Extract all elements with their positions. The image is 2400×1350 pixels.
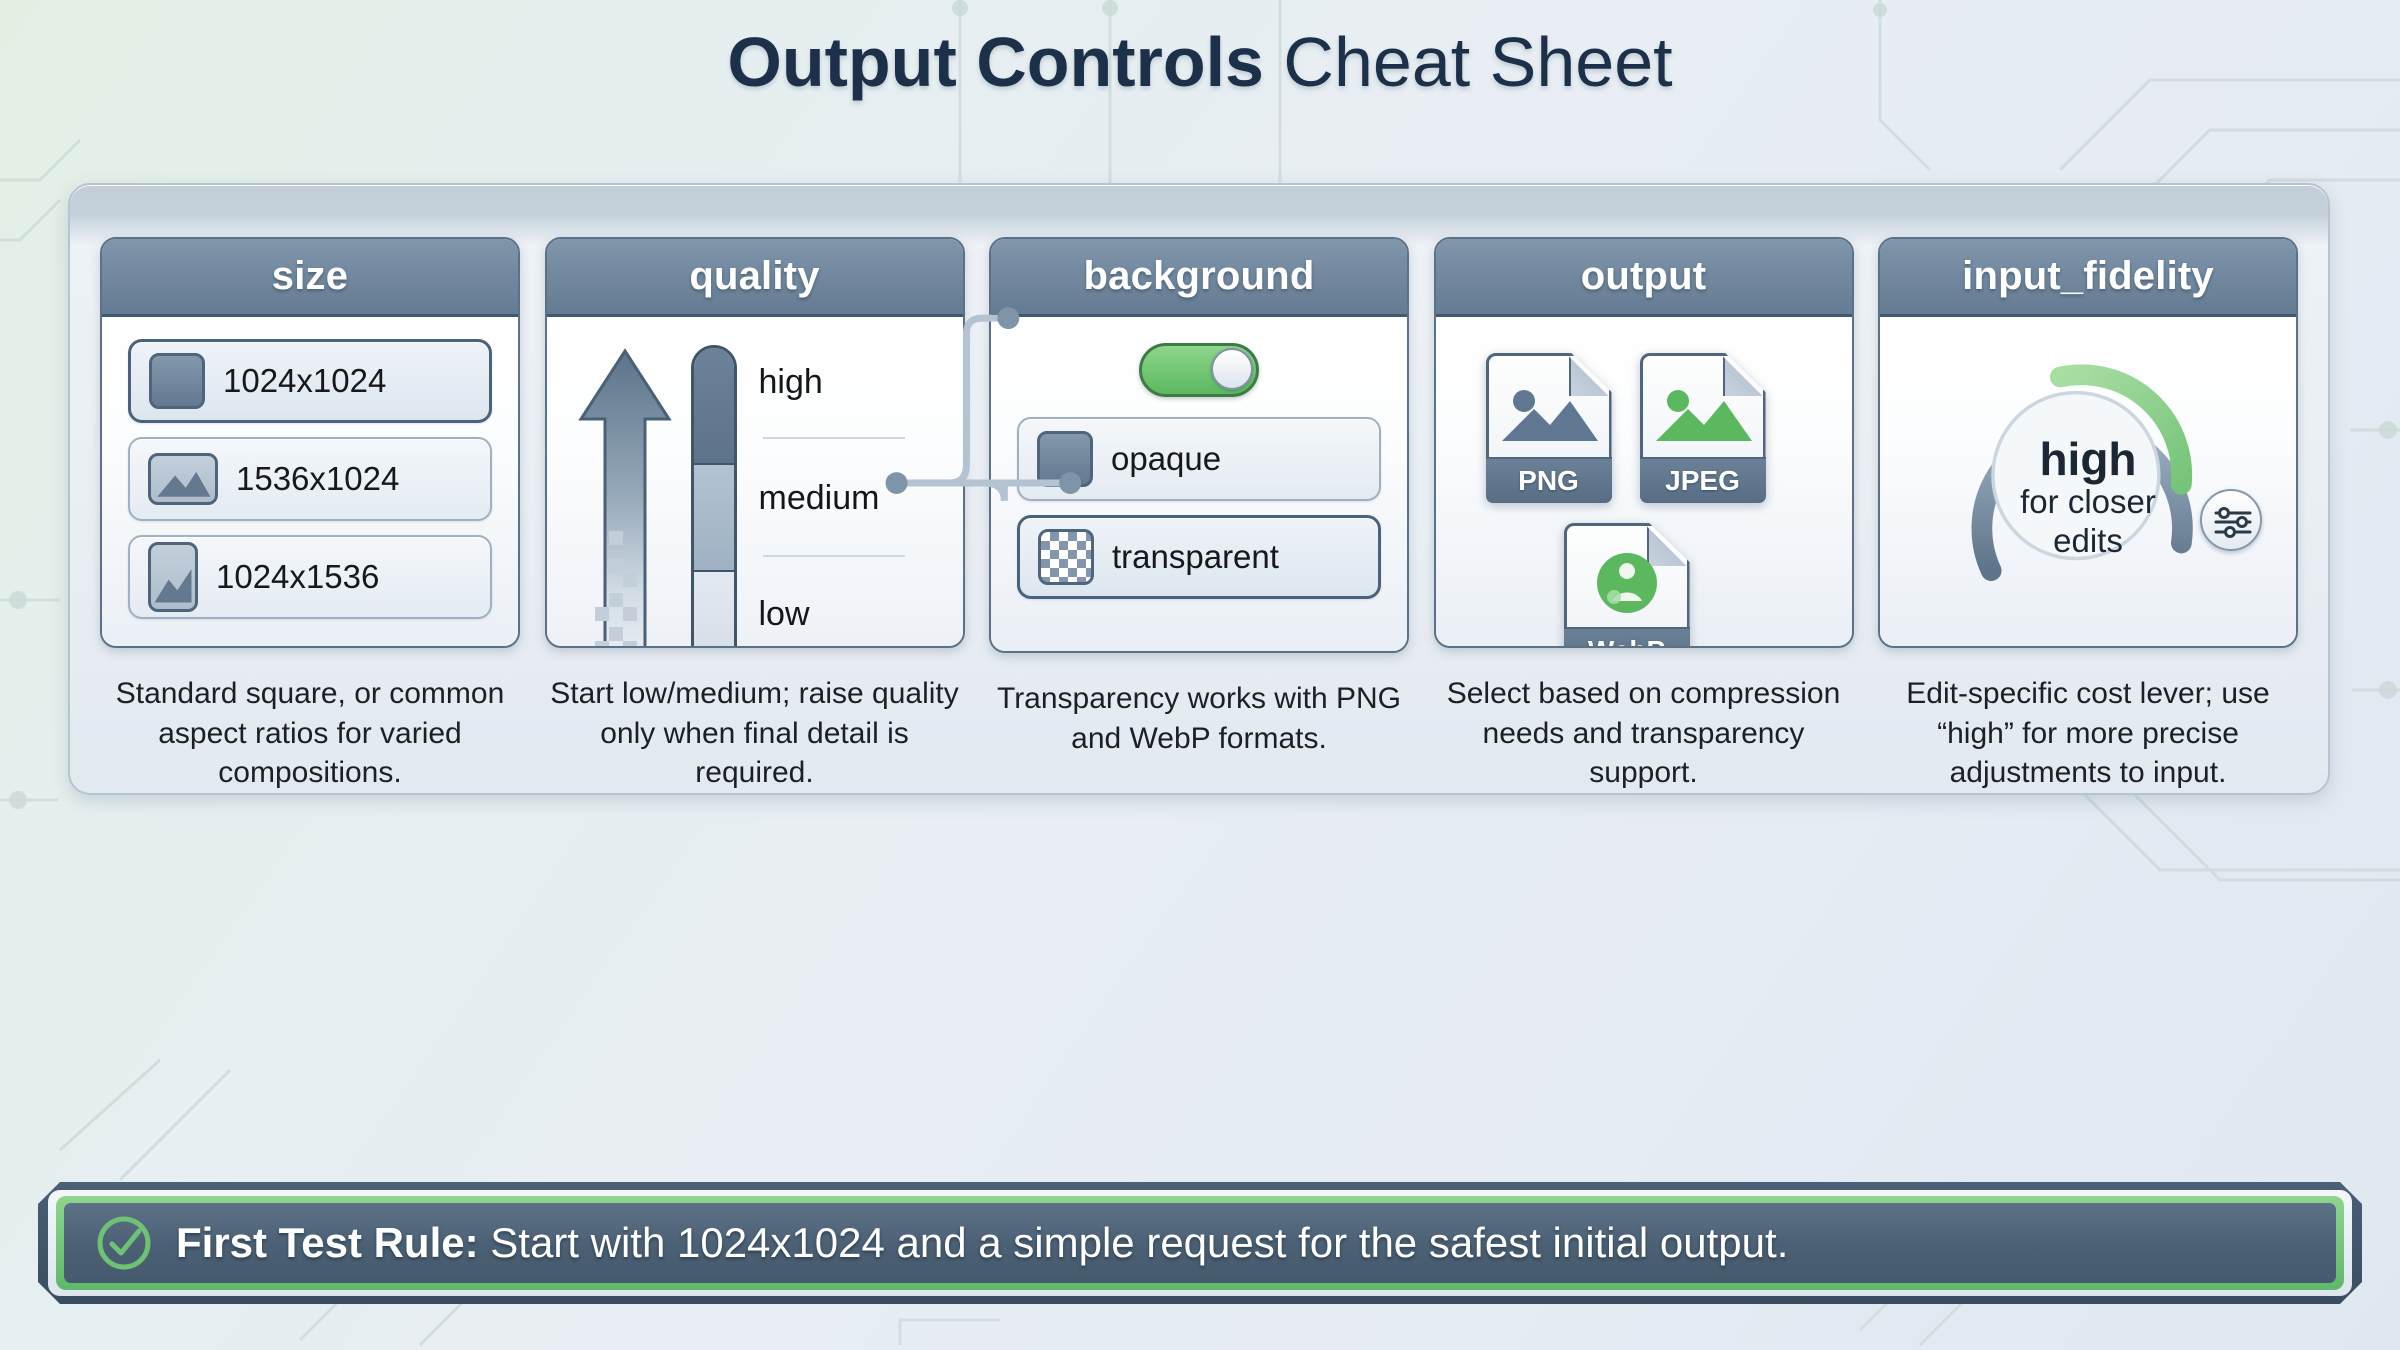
dial-readout: high for closer edits <box>1906 435 2270 561</box>
transparency-toggle[interactable] <box>1139 343 1259 397</box>
file-label: WebP <box>1563 627 1690 647</box>
column-quality: quality <box>544 237 965 793</box>
checkerboard-icon <box>1038 529 1094 585</box>
caption-input-fidelity: Edit-specific cost lever; use “high” for… <box>1906 677 2270 790</box>
quality-divider <box>762 437 905 439</box>
option-label: 1536x1024 <box>236 460 400 497</box>
footer-banner: First Test Rule: Start with 1024x1024 an… <box>38 1182 2362 1304</box>
quality-divider <box>762 555 905 557</box>
solid-square-icon <box>1037 431 1093 487</box>
column-input-fidelity: input_fidelity <box>1878 237 2298 793</box>
columns-container: size 1024x1024 1536x1024 <box>70 185 2328 793</box>
gauge-segment-low <box>693 571 734 647</box>
card-input-fidelity: input_fidelity <box>1878 237 2298 649</box>
landscape-image-icon <box>148 453 218 505</box>
page-title: Output Controls Cheat Sheet <box>0 22 2400 102</box>
footer-text-rest: Start with 1024x1024 and a simple reques… <box>478 1219 1789 1266</box>
caption-background: Transparency works with PNG and WebP for… <box>996 682 1401 755</box>
file-card-jpeg[interactable]: JPEG <box>1639 353 1766 503</box>
option-size-1024x1024[interactable]: 1024x1024 <box>128 339 492 423</box>
caption-quality: Start low/medium; raise quality only whe… <box>550 677 959 790</box>
file-label: JPEG <box>1639 457 1766 503</box>
image-file-icon <box>1640 379 1766 449</box>
card-header-label: quality <box>689 254 820 298</box>
card-body-output: PNG JPEG <box>1435 317 1852 647</box>
column-size: size 1024x1024 1536x1024 <box>100 237 520 793</box>
webp-sphere-icon <box>1564 549 1690 619</box>
column-background: background opaque transparent T <box>989 237 1409 793</box>
main-panel: size 1024x1024 1536x1024 <box>68 183 2330 795</box>
option-label: 1024x1536 <box>216 558 380 595</box>
quality-level-gauge[interactable] <box>690 345 737 647</box>
footer-text: First Test Rule: Start with 1024x1024 an… <box>176 1219 1788 1267</box>
sliders-icon[interactable] <box>2200 489 2262 551</box>
dial-sub-line1: for closer <box>2020 483 2156 521</box>
card-header-quality: quality <box>546 239 963 317</box>
dial-sub-line2: edits <box>2053 522 2123 560</box>
option-label: opaque <box>1111 440 1222 477</box>
card-header-label: background <box>1083 254 1315 298</box>
toggle-knob <box>1211 348 1253 390</box>
dial-value: high <box>2039 433 2137 485</box>
card-body-size: 1024x1024 1536x1024 1024x1536 <box>102 317 518 647</box>
card-header-label: size <box>271 254 349 298</box>
option-label: transparent <box>1112 538 1279 575</box>
card-body-input-fidelity: high for closer edits <box>1880 317 2296 647</box>
card-header-output: output <box>1435 239 1852 317</box>
card-header-size: size <box>102 239 518 317</box>
file-label: PNG <box>1485 457 1612 503</box>
quality-label-low: low <box>758 595 810 633</box>
quality-labels: high medium low <box>758 345 937 646</box>
card-body-background: opaque transparent <box>991 317 1407 651</box>
option-size-1536x1024[interactable]: 1536x1024 <box>128 437 492 521</box>
card-background: background opaque transparent <box>989 237 1409 653</box>
fidelity-dial[interactable]: high for closer edits <box>1906 339 2270 624</box>
footer-text-bold: First Test Rule: <box>176 1219 479 1266</box>
portrait-image-icon <box>148 542 198 612</box>
caption-output: Select based on compression needs and tr… <box>1446 677 1841 790</box>
card-body-quality: high medium low <box>546 317 963 647</box>
quality-gauge-group: high medium low <box>573 339 937 647</box>
gauge-segment-medium <box>693 464 734 572</box>
footer-content: First Test Rule: Start with 1024x1024 an… <box>64 1203 2336 1283</box>
image-file-icon <box>1486 379 1612 449</box>
upward-gradient-arrow-icon <box>573 345 677 647</box>
option-size-1024x1536[interactable]: 1024x1536 <box>128 535 492 619</box>
quality-label-medium: medium <box>758 479 880 517</box>
square-thumbnail-icon <box>149 353 205 409</box>
file-card-png[interactable]: PNG <box>1485 353 1612 503</box>
card-header-label: input_fidelity <box>1962 254 2214 298</box>
card-header-label: output <box>1580 254 1707 298</box>
option-label: 1024x1024 <box>223 362 387 399</box>
column-output: output PNG <box>1433 237 1854 793</box>
card-quality: quality <box>544 237 965 649</box>
card-size: size 1024x1024 1536x1024 <box>100 237 520 649</box>
page-title-light: Cheat Sheet <box>1283 23 1673 101</box>
card-header-background: background <box>991 239 1407 317</box>
option-background-transparent[interactable]: transparent <box>1017 515 1381 599</box>
gauge-segment-high <box>693 348 734 465</box>
option-background-opaque[interactable]: opaque <box>1017 417 1381 501</box>
card-header-input-fidelity: input_fidelity <box>1880 239 2296 317</box>
card-output: output PNG <box>1433 237 1854 649</box>
check-circle-icon <box>94 1213 154 1273</box>
file-format-group: PNG JPEG <box>1462 339 1826 647</box>
file-card-webp[interactable]: WebP <box>1563 523 1690 647</box>
caption-size: Standard square, or common aspect ratios… <box>115 677 505 790</box>
quality-label-high: high <box>758 363 823 401</box>
page-title-bold: Output Controls <box>727 23 1264 101</box>
